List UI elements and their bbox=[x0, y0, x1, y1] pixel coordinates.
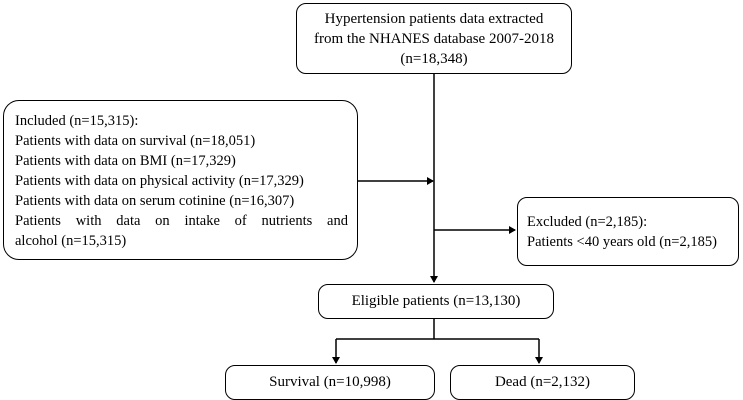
included-physical-activity: Patients with data on physical activity … bbox=[15, 173, 304, 189]
included-survival: Patients with data on survival (n=18,051… bbox=[15, 133, 256, 149]
included-criteria-box: Included (n=15,315): Patients with data … bbox=[3, 100, 358, 260]
survival-box: Survival (n=10,998) bbox=[225, 365, 435, 400]
included-nutrients: Patients with data on intake of nutrient… bbox=[15, 213, 348, 229]
eligible-patients-label: Eligible patients (n=13,130) bbox=[351, 293, 521, 309]
source-data-line-3: (n=18,348) bbox=[400, 51, 468, 67]
included-alcohol: alcohol (n=15,315) bbox=[15, 233, 127, 249]
survival-label: Survival (n=10,998) bbox=[269, 374, 391, 390]
excluded-box: Excluded (n=2,185): Patients <40 years o… bbox=[517, 197, 739, 266]
included-bmi: Patients with data on BMI (n=17,329) bbox=[15, 153, 236, 169]
dead-label: Dead (n=2,132) bbox=[494, 374, 591, 390]
excluded-heading: Excluded (n=2,185): bbox=[527, 214, 648, 230]
source-data-line-1: Hypertension patients data extracted bbox=[324, 11, 544, 27]
excluded-age: Patients <40 years old (n=2,185) bbox=[527, 234, 717, 250]
eligible-patients-box: Eligible patients (n=13,130) bbox=[318, 284, 554, 319]
included-heading: Included (n=15,315): bbox=[15, 113, 139, 129]
dead-box: Dead (n=2,132) bbox=[450, 365, 635, 400]
included-serum-cotinine: Patients with data on serum cotinine (n=… bbox=[15, 193, 295, 209]
source-data-box: Hypertension patients data extracted fro… bbox=[296, 3, 572, 74]
source-data-line-2: from the NHANES database 2007-2018 bbox=[314, 31, 554, 47]
